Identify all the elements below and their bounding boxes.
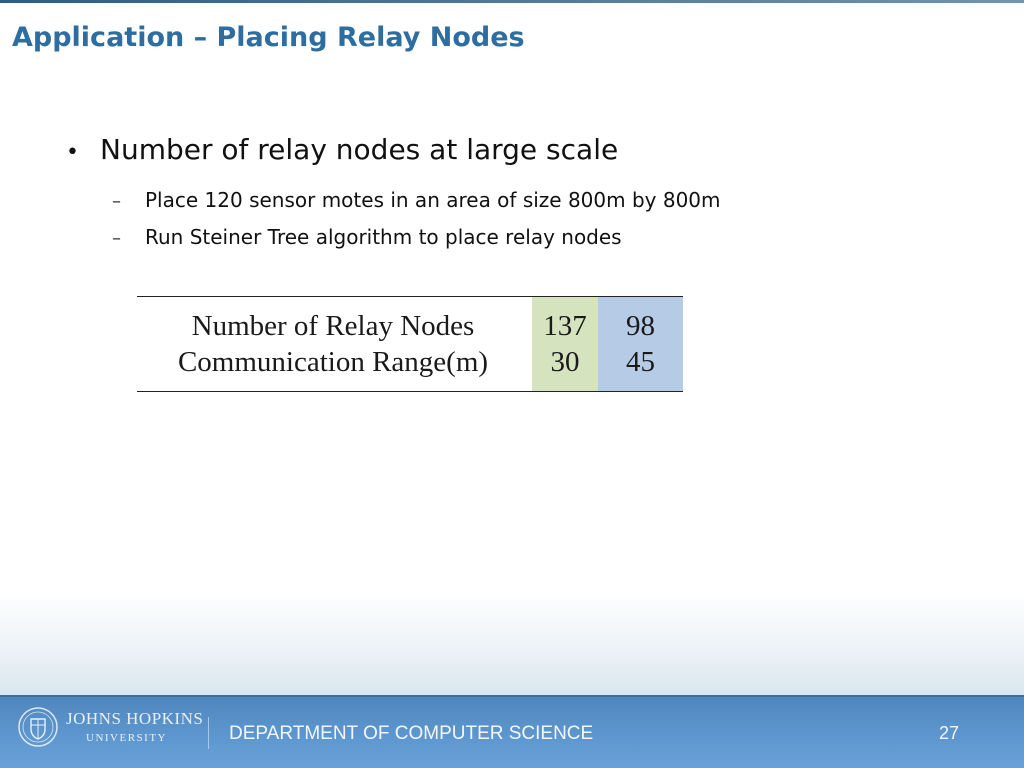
top-rule <box>0 0 1024 3</box>
bullet-item: • Number of relay nodes at large scale <box>66 133 618 166</box>
sub-bullet-item: – Place 120 sensor motes in an area of s… <box>112 188 721 212</box>
table-cell: 45 <box>626 346 655 378</box>
footer-divider <box>208 717 209 749</box>
table-label-column: Number of Relay Nodes Communication Rang… <box>137 297 529 391</box>
footer-bar: JOHNS HOPKINS UNIVERSITY DEPARTMENT OF C… <box>0 695 1024 768</box>
sub-bullet-text: Place 120 sensor motes in an area of siz… <box>145 188 721 212</box>
table-cell: 30 <box>550 346 580 378</box>
results-table: Number of Relay Nodes Communication Rang… <box>137 296 683 392</box>
page-number: 27 <box>939 723 960 743</box>
table-row-label: Number of Relay Nodes <box>191 310 475 342</box>
university-seal-icon <box>18 707 58 747</box>
sub-bullet-text: Run Steiner Tree algorithm to place rela… <box>145 225 622 249</box>
sub-bullet-marker: – <box>112 191 121 212</box>
sub-bullet-marker: – <box>112 228 121 249</box>
table-value-column-green: 137 30 <box>532 297 598 391</box>
table-cell: 98 <box>626 310 655 342</box>
bullet-text: Number of relay nodes at large scale <box>100 133 619 166</box>
table-row-label: Communication Range(m) <box>177 346 489 378</box>
sub-bullet-item: – Run Steiner Tree algorithm to place re… <box>112 225 622 249</box>
university-subtitle: UNIVERSITY <box>86 732 167 744</box>
bullet-marker: • <box>66 140 79 165</box>
university-name: JOHNS HOPKINS <box>66 709 204 728</box>
slide-title: Application – Placing Relay Nodes <box>12 22 525 53</box>
table-cell: 137 <box>543 310 587 342</box>
table-value-column-blue: 98 45 <box>598 297 683 391</box>
department-label: DEPARTMENT OF COMPUTER SCIENCE <box>229 723 594 744</box>
